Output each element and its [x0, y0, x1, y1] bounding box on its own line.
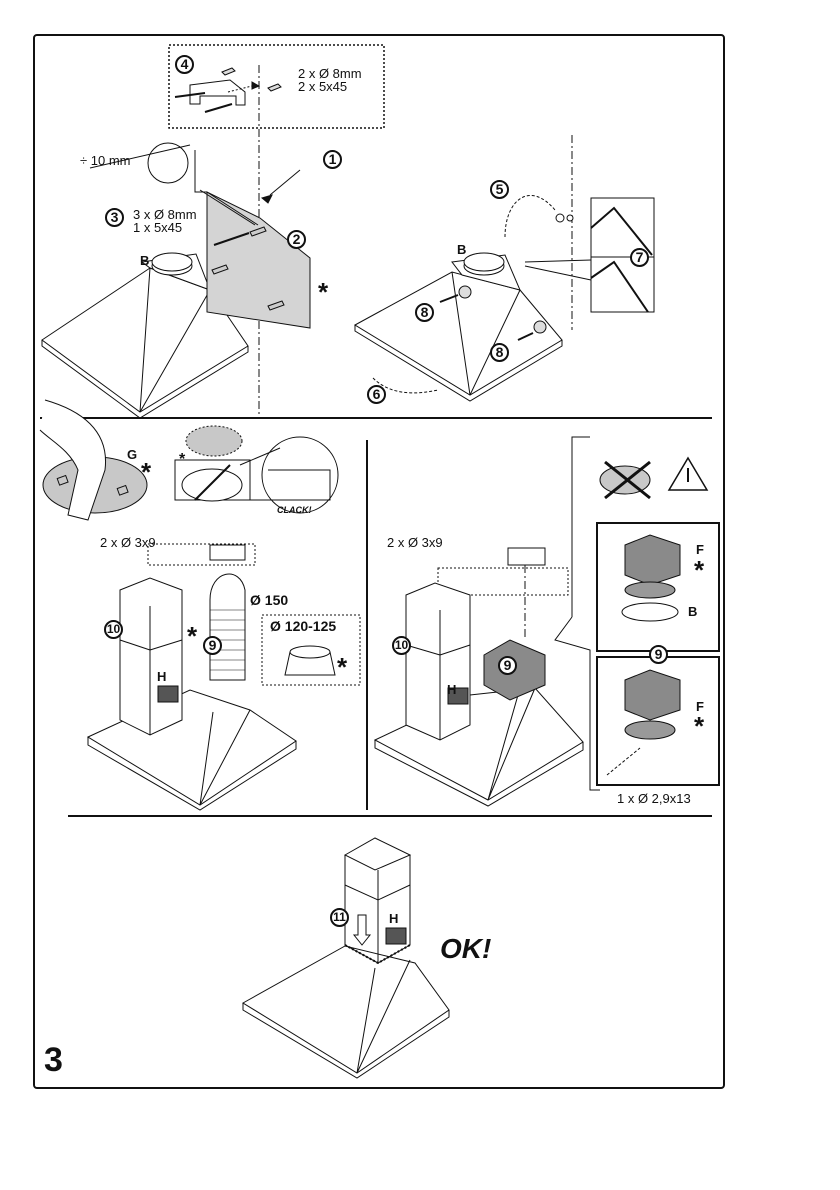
step-5-badge: 5 — [490, 180, 509, 199]
wall-plate — [206, 191, 311, 329]
step-6-badge: 6 — [367, 385, 386, 404]
screws-spec-right: 2 x Ø 3x9 — [387, 535, 443, 550]
hood-middle-right — [373, 436, 600, 807]
ok-label: OK! — [440, 933, 492, 964]
part-f-label: F — [696, 542, 704, 557]
step-10-badge-2: 10 — [392, 636, 411, 655]
page-number: 3 — [44, 1041, 63, 1079]
step3-spec-screws: 1 x 5x45 — [133, 220, 183, 235]
step-9-badge-2: 9 — [498, 656, 517, 675]
hood-upper-left — [41, 252, 249, 419]
optional-mark-5: * — [337, 652, 348, 682]
optional-mark-3: * — [179, 451, 186, 468]
part-g-label: G — [127, 447, 138, 462]
clack-label: CLACK! — [277, 505, 312, 515]
optional-mark: * — [318, 277, 329, 307]
step-7-badge: 7 — [630, 248, 649, 267]
step-2-badge: 2 — [287, 230, 306, 249]
step-4-badge: 4 — [175, 55, 194, 74]
adapter-diameter: Ø 120-125 — [270, 618, 337, 634]
step-8-badge: 8 — [415, 303, 434, 322]
distance-spec: ÷ 10 mm — [80, 153, 131, 168]
step4-box — [168, 44, 385, 129]
step4-spec-anchors: 2 x Ø 8mm — [298, 66, 362, 81]
part-h-label: H — [157, 669, 167, 684]
duct-diameter: Ø 150 — [250, 592, 289, 608]
optional-mark-4: * — [187, 621, 198, 651]
clack-detail — [261, 436, 339, 514]
step-1-badge: 1 — [323, 150, 342, 169]
step-9-badge: 9 — [203, 636, 222, 655]
step-3-badge: 3 — [105, 208, 124, 227]
step3-spec-anchors: 3 x Ø 8mm — [133, 207, 197, 222]
step-11-badge: 11 — [330, 908, 349, 927]
part-b-label: B — [140, 253, 150, 268]
step-8-badge-2: 8 — [490, 343, 509, 362]
hood-upper-right — [353, 135, 655, 402]
step4-spec-screws: 2 x 5x45 — [298, 79, 348, 94]
hood-middle-left — [86, 543, 361, 811]
optional-mark-2: * — [141, 457, 152, 487]
hood-bottom — [242, 837, 450, 1079]
optional-mark-7: * — [694, 711, 705, 741]
step-10-badge: 10 — [104, 620, 123, 639]
filter-screw-spec: 1 x Ø 2,9x13 — [617, 791, 691, 806]
part-h-label-2: H — [447, 682, 457, 697]
screws-spec-left: 2 x Ø 3x9 — [100, 535, 156, 550]
optional-mark-6: * — [694, 555, 705, 585]
part-b-label-3: B — [688, 604, 698, 619]
part-h-label-3: H — [389, 911, 399, 926]
part-f-label-2: F — [696, 699, 704, 714]
page-frame — [33, 34, 725, 1089]
step-9-badge-3: 9 — [649, 645, 668, 664]
down-arrow-icon — [352, 914, 372, 946]
part-b-label-2: B — [457, 242, 467, 257]
adapter-box — [261, 614, 361, 686]
detail-circle-10mm — [147, 142, 189, 184]
